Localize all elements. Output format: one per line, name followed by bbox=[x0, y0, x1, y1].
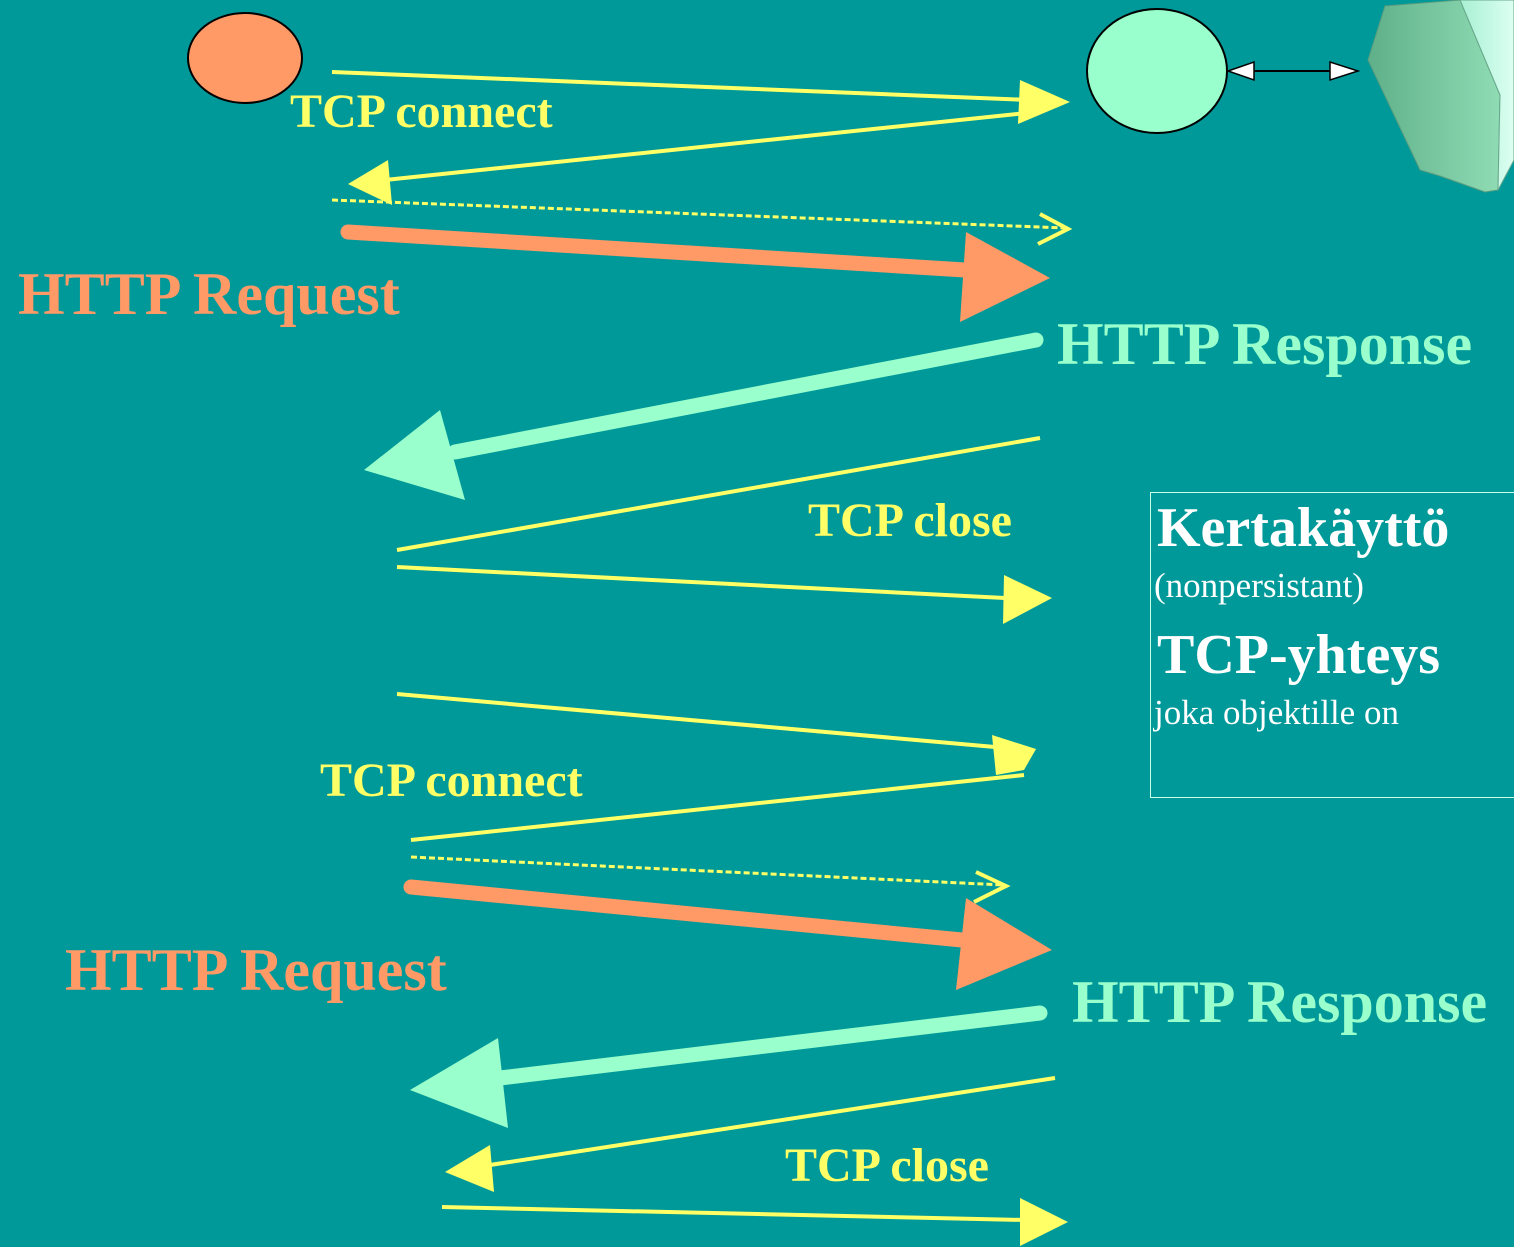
tcp-close-label-1: TCP close bbox=[808, 494, 1012, 547]
tcp-connect-label-1: TCP connect bbox=[290, 85, 553, 138]
dashed-arrow-2 bbox=[410, 855, 1011, 904]
note-text: joka objektille on bbox=[1154, 693, 1399, 732]
tcp-close-arrows-2 bbox=[441, 1076, 1068, 1246]
tcp-connect-arrows-1 bbox=[331, 70, 1070, 205]
dashed-arrow-1 bbox=[331, 198, 1073, 246]
http-response-label-2: HTTP Response bbox=[1072, 969, 1488, 1035]
http-response-label-1: HTTP Response bbox=[1057, 311, 1473, 377]
http-request-arrow-2 bbox=[403, 879, 1052, 990]
tcp-connect-arrows-2 bbox=[396, 692, 1036, 842]
http-response-arrow-2 bbox=[410, 1005, 1048, 1128]
http-request-label-1: HTTP Request bbox=[18, 261, 400, 327]
http-response-arrow-1 bbox=[364, 332, 1044, 500]
tcp-close-arrows-1 bbox=[396, 436, 1052, 624]
note-subtitle: (nonpersistant) bbox=[1154, 566, 1364, 605]
client-node-icon bbox=[187, 12, 303, 104]
note-title: Kertakäyttö bbox=[1157, 497, 1450, 559]
http-request-arrow-1 bbox=[340, 224, 1050, 322]
double-arrow-icon bbox=[1225, 60, 1361, 82]
server-node-icon bbox=[1086, 8, 1228, 134]
note-heading: TCP-yhteys bbox=[1157, 624, 1441, 686]
tcp-close-label-2: TCP close bbox=[785, 1139, 989, 1192]
tcp-connect-label-2: TCP connect bbox=[320, 754, 583, 807]
storage-block-icon bbox=[1367, 0, 1514, 193]
nonpersistent-note: Kertakäyttö (nonpersistant) TCP-yhteys j… bbox=[1150, 492, 1514, 798]
http-request-label-2: HTTP Request bbox=[65, 937, 447, 1003]
